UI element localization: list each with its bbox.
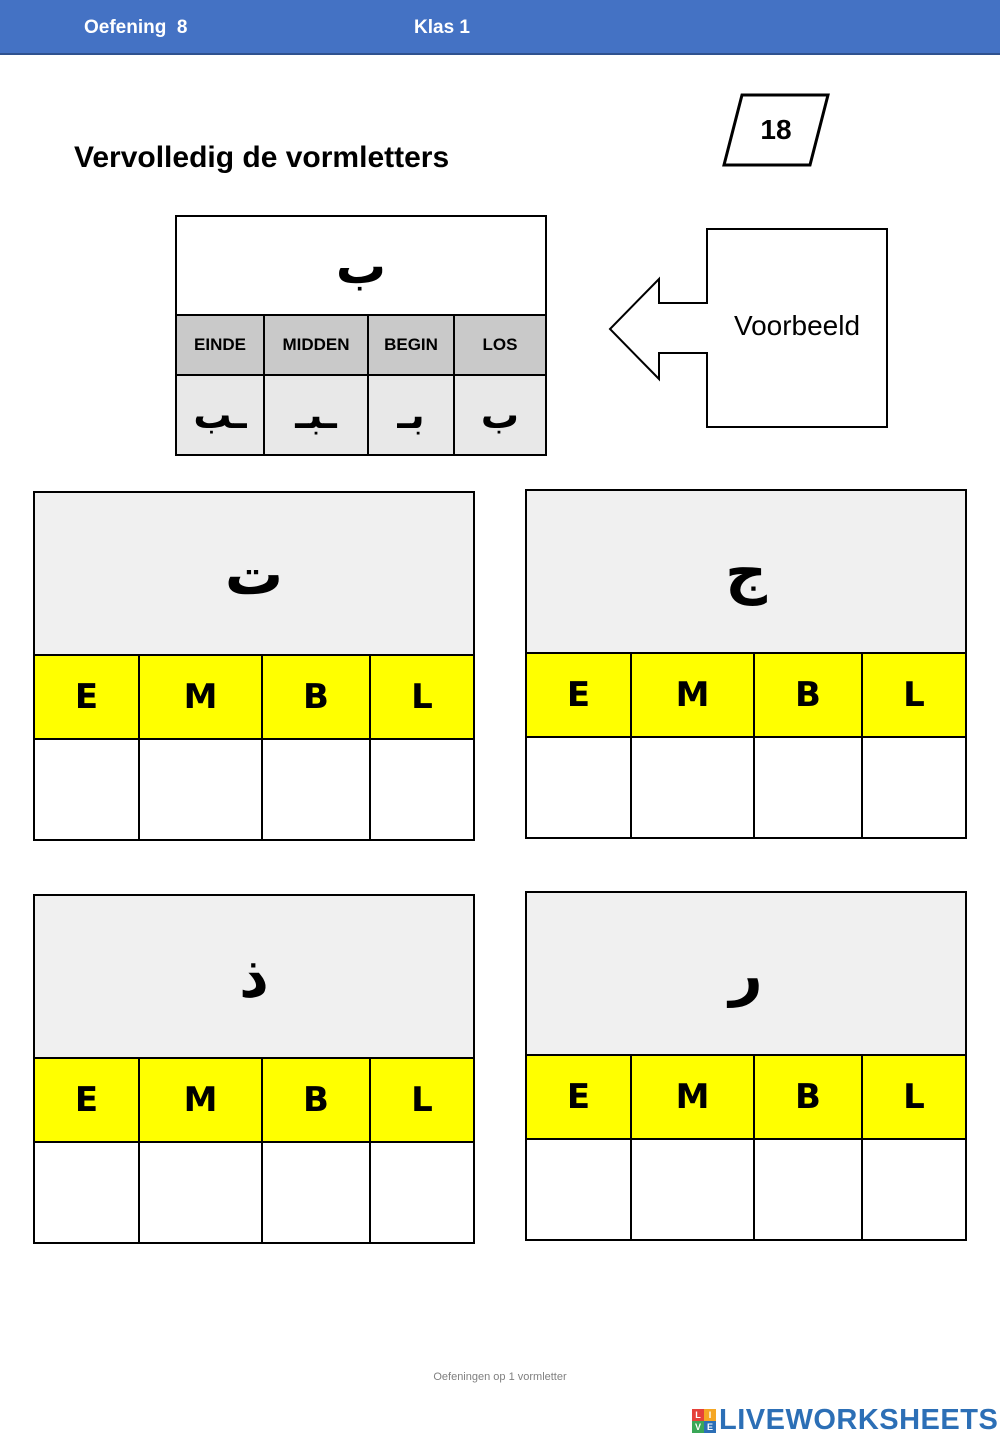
column-e: E — [527, 654, 632, 736]
class-label: Klas 1 — [414, 17, 470, 38]
letter-card: ر E M B L — [525, 891, 967, 1241]
icon-letter: V — [692, 1420, 704, 1433]
answer-box-begin[interactable] — [263, 1143, 371, 1242]
parallelogram-shape — [722, 93, 830, 167]
answer-box-los[interactable] — [863, 738, 965, 837]
form-los: ب — [480, 393, 520, 437]
answer-box-midden[interactable] — [140, 740, 263, 839]
answer-box-begin[interactable] — [755, 1140, 863, 1239]
exercise-label: Oefening 8 — [84, 17, 188, 38]
page-title: Vervolledig de vormletters — [74, 141, 450, 174]
column-e: E — [35, 1059, 140, 1141]
column-l: L — [411, 677, 433, 717]
page-number: 18 — [760, 114, 792, 145]
liveworksheets-logo[interactable]: L I V E LIVEWORKSHEETS — [692, 1404, 998, 1437]
answer-box-begin[interactable] — [263, 740, 371, 839]
column-e: E — [35, 656, 140, 738]
page-number-badge: 18 — [722, 93, 830, 167]
header-begin: BEGIN — [369, 316, 455, 374]
card-answer-row — [527, 1140, 965, 1239]
liveworksheets-wordmark: LIVEWORKSHEETS — [719, 1404, 999, 1436]
header-einde: EINDE — [177, 316, 265, 374]
example-letter: ب — [177, 217, 545, 316]
column-l: L — [903, 675, 925, 715]
icon-letter: I — [704, 1408, 716, 1421]
letter-card: ذ E M B L — [33, 894, 475, 1244]
icon-letter: E — [704, 1420, 716, 1433]
column-m: M — [140, 656, 263, 738]
answer-box-einde[interactable] — [35, 1143, 140, 1242]
column-b: B — [263, 656, 371, 738]
left-arrow-callout-icon — [608, 228, 888, 428]
column-l: L — [903, 1077, 925, 1117]
footer-caption: Oefeningen op 1 vormletter — [433, 1371, 567, 1383]
answer-box-einde[interactable] — [35, 740, 140, 839]
card-header-row: E M B L — [527, 1056, 965, 1140]
example-table: ب EINDE MIDDEN BEGIN LOS ـب ـبـ بـ ب — [175, 215, 547, 456]
card-answer-row — [527, 738, 965, 837]
card-header-row: E M B L — [35, 656, 473, 740]
column-e: E — [527, 1056, 632, 1138]
answer-box-midden[interactable] — [140, 1143, 263, 1242]
card-letter: ج — [527, 491, 965, 654]
example-label: Voorbeeld — [733, 310, 861, 341]
card-letter: ذ — [35, 896, 473, 1059]
header-bar: Oefening 8 Klas 1 — [0, 0, 1000, 55]
answer-box-los[interactable] — [863, 1140, 965, 1239]
form-midden: ـبـ — [265, 376, 369, 454]
icon-letter: L — [692, 1408, 704, 1421]
answer-box-midden[interactable] — [632, 1140, 755, 1239]
card-header-row: E M B L — [35, 1059, 473, 1143]
letter-card: ج E M B L — [525, 489, 967, 839]
column-m: M — [140, 1059, 263, 1141]
answer-box-begin[interactable] — [755, 738, 863, 837]
letter-card: ت E M B L — [33, 491, 475, 841]
answer-box-los[interactable] — [371, 740, 473, 839]
column-m: M — [632, 654, 755, 736]
card-header-row: E M B L — [527, 654, 965, 738]
liveworksheets-icon: L I V E — [692, 1408, 716, 1433]
card-answer-row — [35, 740, 473, 839]
answer-box-einde[interactable] — [527, 738, 632, 837]
column-l: L — [411, 1080, 433, 1120]
column-b: B — [755, 654, 863, 736]
header-los: LOS — [482, 335, 518, 354]
form-begin: بـ — [369, 376, 455, 454]
answer-box-midden[interactable] — [632, 738, 755, 837]
example-header-row: EINDE MIDDEN BEGIN LOS — [177, 316, 545, 376]
column-b: B — [263, 1059, 371, 1141]
card-letter: ت — [35, 493, 473, 656]
card-answer-row — [35, 1143, 473, 1242]
answer-box-einde[interactable] — [527, 1140, 632, 1239]
column-m: M — [632, 1056, 755, 1138]
card-letter: ر — [527, 893, 965, 1056]
answer-box-los[interactable] — [371, 1143, 473, 1242]
form-einde: ـب — [177, 376, 265, 454]
column-b: B — [755, 1056, 863, 1138]
header-midden: MIDDEN — [265, 316, 369, 374]
example-forms-row: ـب ـبـ بـ ب — [177, 376, 545, 454]
